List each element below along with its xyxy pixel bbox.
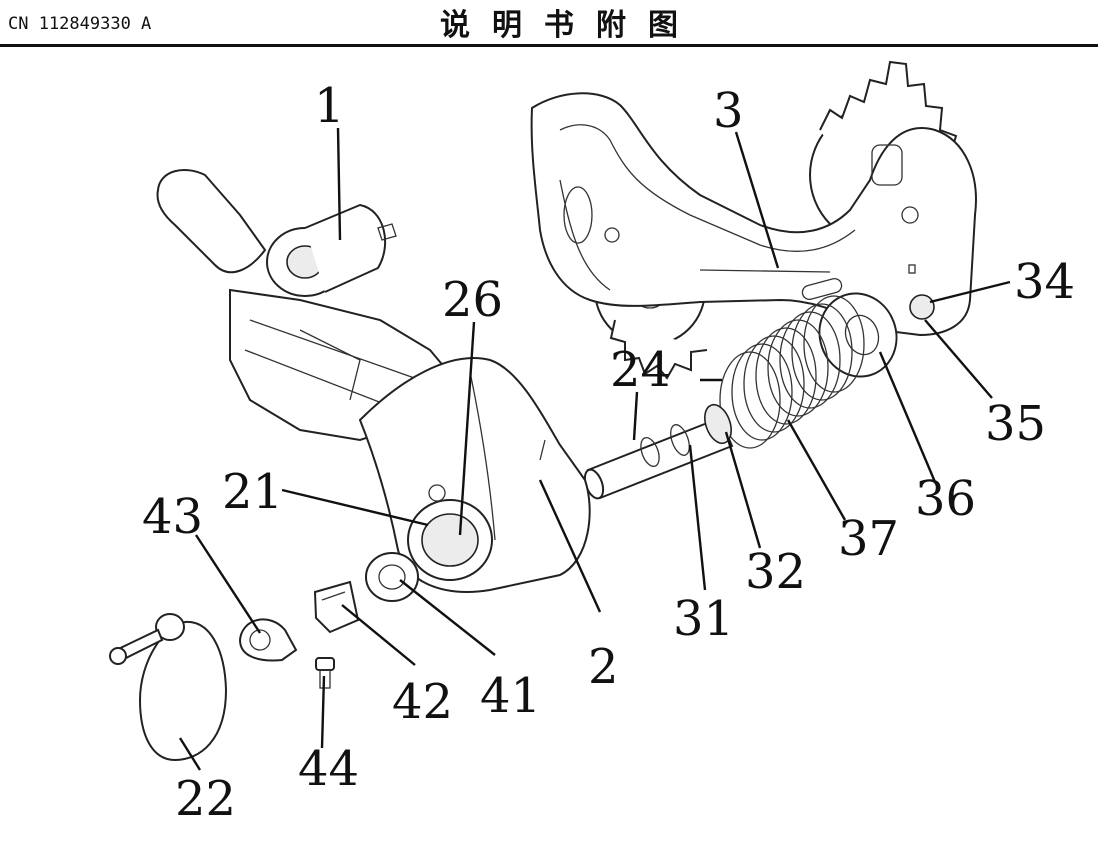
pivot-axle (583, 403, 734, 500)
label-3: 3 (713, 83, 744, 139)
label-34: 34 (1014, 254, 1075, 310)
label-2: 2 (588, 639, 619, 695)
small-screw (315, 657, 335, 689)
coil-spring (700, 295, 865, 449)
cable-guide (238, 618, 298, 662)
label-32: 32 (745, 544, 806, 600)
publication-number: CN 112849330 A (8, 14, 152, 34)
label-44: 44 (298, 741, 359, 797)
leader-lines (178, 127, 1011, 771)
label-24: 24 (610, 342, 671, 398)
spring-plate (818, 292, 898, 378)
cage-assembly (530, 60, 977, 380)
label-36: 36 (915, 471, 976, 527)
cage-plate (530, 92, 977, 337)
label-35: 35 (985, 396, 1046, 452)
label-22: 22 (175, 771, 236, 827)
label-1: 1 (314, 78, 345, 134)
bushing (365, 552, 419, 602)
derailleur-body (156, 169, 591, 593)
label-43: 43 (142, 489, 203, 545)
knurled-bushing (909, 294, 935, 320)
label-37: 37 (838, 511, 899, 567)
label-41: 41 (480, 668, 541, 724)
label-21: 21 (222, 464, 283, 520)
label-42: 42 (392, 674, 453, 730)
part-labels: 1 3 26 21 24 34 35 36 37 32 31 2 41 42 4… (142, 78, 1075, 827)
label-31: 31 (673, 591, 734, 647)
label-26: 26 (442, 272, 503, 328)
header-rule (0, 44, 1098, 47)
cable-clip (313, 580, 360, 634)
cover-cap (109, 613, 228, 762)
page-title: 说明书附图 (440, 8, 700, 43)
